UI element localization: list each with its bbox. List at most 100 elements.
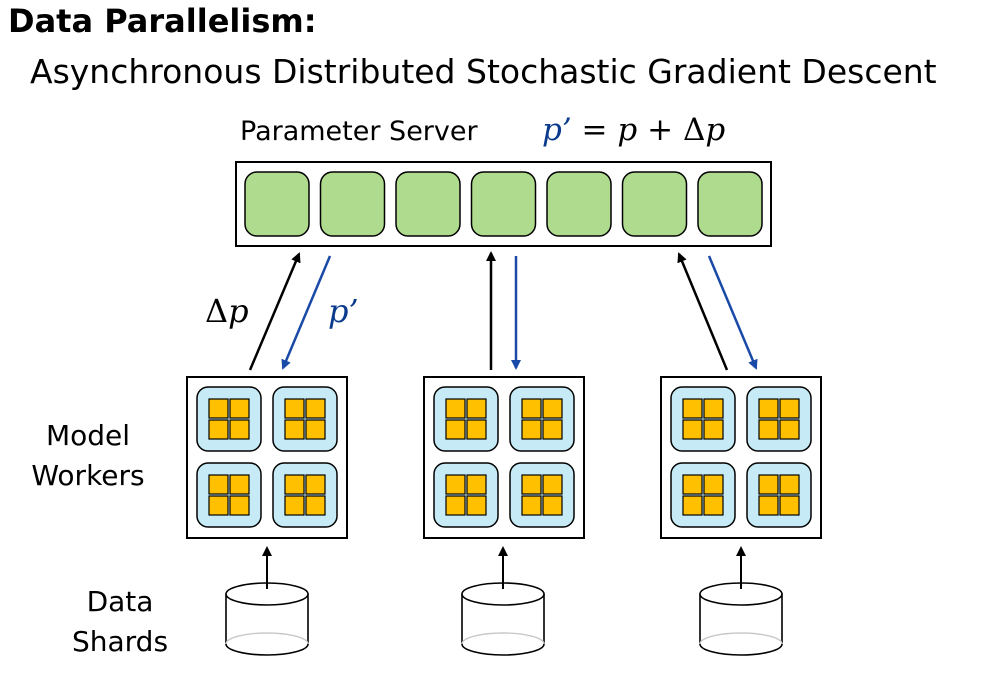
model-workers-line-2: Workers xyxy=(31,459,145,492)
update-formula: p’ = p + Δp xyxy=(542,112,725,148)
processor-core xyxy=(779,474,800,495)
processor-core xyxy=(703,419,724,440)
parameter-cell xyxy=(470,171,537,237)
processor-core xyxy=(466,398,487,419)
processor-core xyxy=(703,398,724,419)
cylinder-body xyxy=(461,594,545,656)
delta-p-label: Δp xyxy=(205,292,249,330)
processor-core xyxy=(779,398,800,419)
model-worker-1 xyxy=(186,376,348,539)
model-workers-line-1: Model xyxy=(45,419,131,452)
processor-core xyxy=(758,474,779,495)
cylinder-body xyxy=(225,594,309,656)
processor-chip xyxy=(509,386,575,452)
processor-chip xyxy=(433,462,499,528)
gradient-push-arrow xyxy=(248,252,301,371)
processor-chip xyxy=(670,386,736,452)
processor-core xyxy=(445,398,466,419)
data-shards xyxy=(225,546,783,656)
processor-core xyxy=(208,474,229,495)
parameter-server-label: Parameter Server xyxy=(240,116,478,147)
formula-p-prime: p’ xyxy=(542,112,572,148)
processor-chip xyxy=(746,462,812,528)
processor-core xyxy=(208,495,229,516)
communication-arrows xyxy=(248,251,758,371)
model-worker-3 xyxy=(660,376,822,539)
processor-core xyxy=(682,419,703,440)
parameter-fetch-arrow xyxy=(281,255,332,370)
model-workers-label: Model Workers xyxy=(8,416,168,496)
processor-core xyxy=(208,398,229,419)
processor-core xyxy=(284,495,305,516)
processor-chip xyxy=(509,462,575,528)
cylinder-hidden-edge xyxy=(461,632,545,645)
parameter-cell xyxy=(319,171,386,237)
processor-core xyxy=(779,495,800,516)
processor-core xyxy=(703,474,724,495)
formula-equals: = xyxy=(571,112,618,148)
processor-core xyxy=(229,398,250,419)
data-shard-2 xyxy=(461,546,545,656)
processor-core xyxy=(521,398,542,419)
processor-core xyxy=(542,495,563,516)
processor-core xyxy=(229,419,250,440)
processor-core xyxy=(542,419,563,440)
processor-core xyxy=(682,495,703,516)
processor-core xyxy=(305,495,326,516)
parameter-fetch-arrow xyxy=(707,255,758,370)
cylinder-hidden-edge xyxy=(699,632,783,645)
data-shards-label: Data Shards xyxy=(40,582,200,662)
processor-core xyxy=(466,495,487,516)
formula-delta: Δ xyxy=(682,112,706,148)
formula-plus: + xyxy=(637,112,683,148)
diagram-title: Data Parallelism: xyxy=(8,2,317,40)
processor-core xyxy=(305,398,326,419)
processor-core xyxy=(284,419,305,440)
processor-core xyxy=(208,419,229,440)
processor-core xyxy=(521,419,542,440)
processor-core xyxy=(682,474,703,495)
formula-p: p xyxy=(617,112,638,148)
processor-chip xyxy=(196,462,262,528)
diagram-subtitle: Asynchronous Distributed Stochastic Grad… xyxy=(30,52,937,91)
data-shards-line-2: Shards xyxy=(71,625,169,658)
processor-chip xyxy=(272,386,338,452)
processor-core xyxy=(445,495,466,516)
data-shards-line-1: Data xyxy=(86,585,154,618)
processor-core xyxy=(521,474,542,495)
cylinder-hidden-edge xyxy=(225,632,309,645)
processor-core xyxy=(229,495,250,516)
model-worker-2 xyxy=(423,376,585,539)
model-workers xyxy=(186,376,822,539)
processor-core xyxy=(305,474,326,495)
parameter-cell xyxy=(697,171,763,237)
processor-core xyxy=(445,474,466,495)
delta-p-letter: p xyxy=(228,292,249,330)
parameter-cell xyxy=(395,171,461,237)
processor-core xyxy=(466,419,487,440)
processor-core xyxy=(284,474,305,495)
processor-core xyxy=(542,398,563,419)
processor-core xyxy=(284,398,305,419)
processor-core xyxy=(779,419,800,440)
processor-core xyxy=(758,398,779,419)
parameter-cell xyxy=(244,171,310,237)
processor-chip xyxy=(196,386,262,452)
data-shard-1 xyxy=(225,546,309,656)
parameter-cell xyxy=(546,171,612,237)
processor-core xyxy=(703,495,724,516)
processor-core xyxy=(542,474,563,495)
processor-core xyxy=(521,495,542,516)
processor-core xyxy=(229,474,250,495)
parameter-cell xyxy=(621,171,688,237)
processor-chip xyxy=(746,386,812,452)
processor-core xyxy=(466,474,487,495)
parameter-cells xyxy=(244,171,763,237)
processor-chip xyxy=(433,386,499,452)
processor-core xyxy=(758,495,779,516)
processor-core xyxy=(305,419,326,440)
gradient-push-arrow xyxy=(677,252,729,371)
processor-core xyxy=(758,419,779,440)
formula-delta-p: p xyxy=(705,112,726,148)
